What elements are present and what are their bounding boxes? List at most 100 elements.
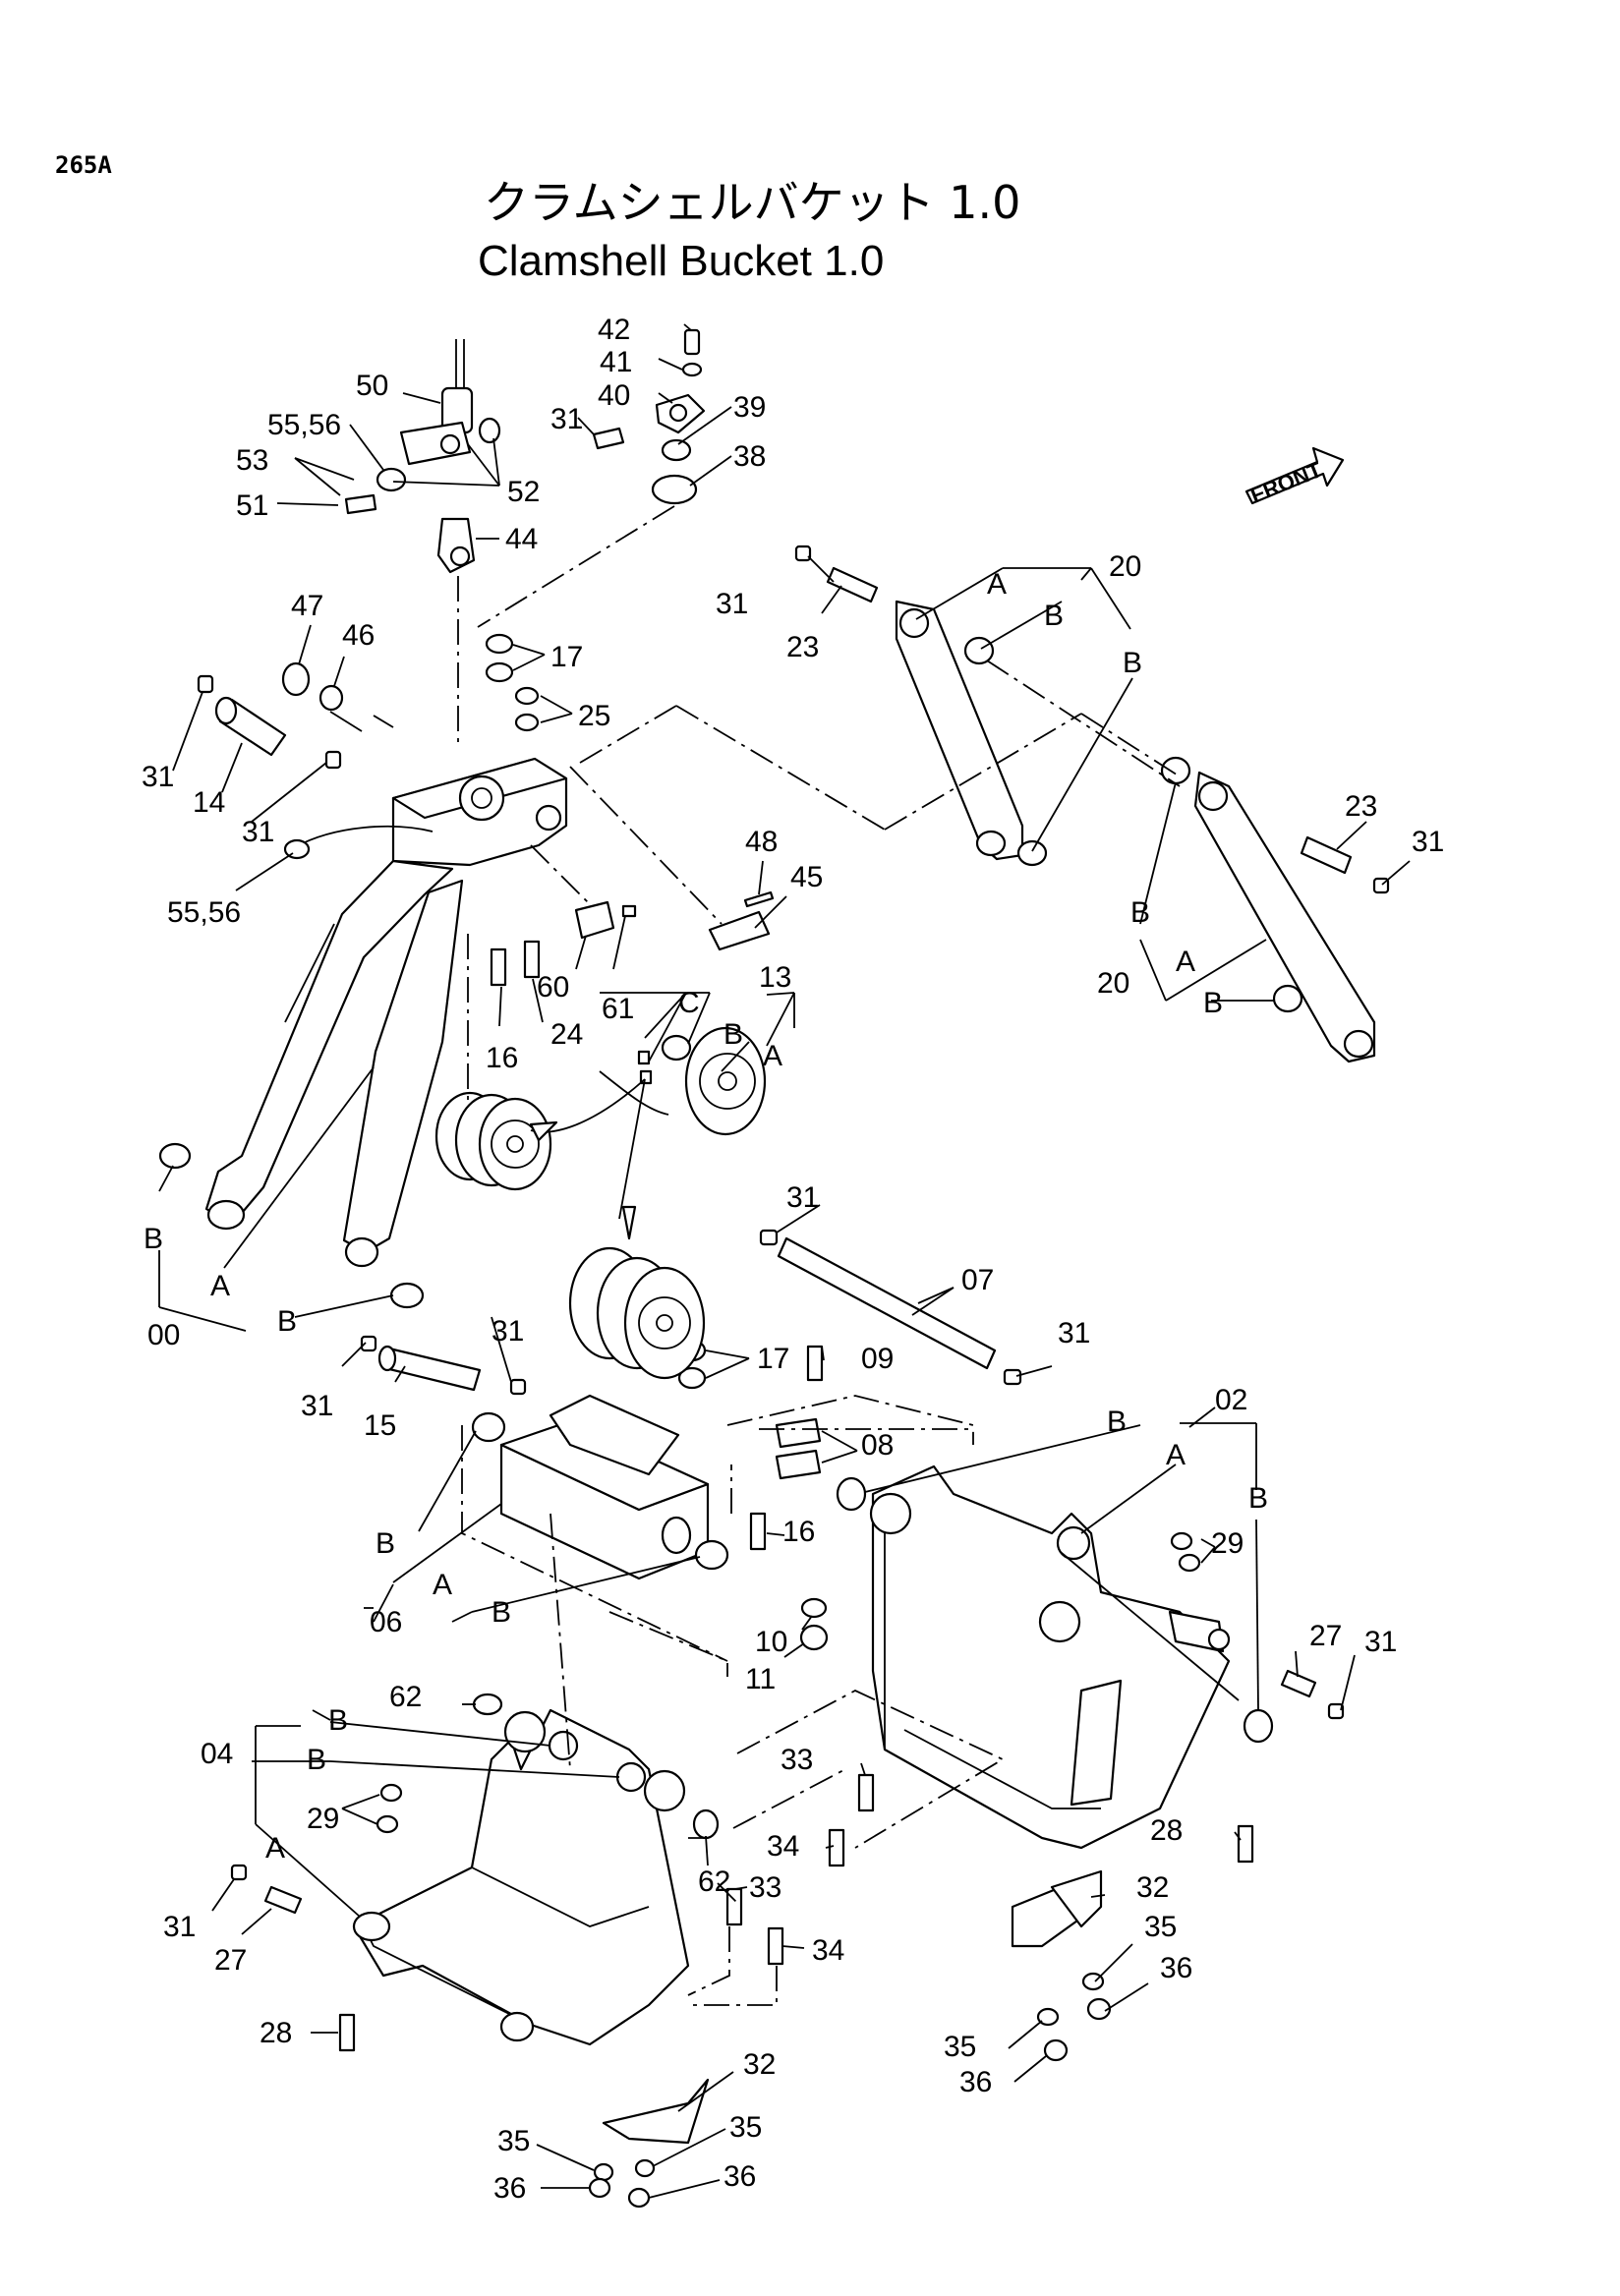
callout-28b: 28 xyxy=(260,2017,292,2049)
letter-b: B xyxy=(1203,987,1223,1019)
grease-nipple-31k xyxy=(230,1864,248,1881)
bolt-16b xyxy=(749,1512,767,1551)
callout-27b: 27 xyxy=(214,1944,247,1977)
callout-35a: 35 xyxy=(1144,1911,1177,1943)
link-arm-20b xyxy=(1160,756,1376,1063)
nut-29b xyxy=(1178,1553,1201,1573)
nut-36c xyxy=(588,2177,611,2199)
callout-28a: 28 xyxy=(1150,1814,1183,1847)
callout-36d: 36 xyxy=(723,2160,756,2193)
letter-a: A xyxy=(433,1569,452,1601)
bucket-half-02 xyxy=(869,1464,1231,1850)
pin-27b xyxy=(263,1885,303,1915)
title-japanese: クラムシェルバケット 1.0 xyxy=(484,176,1020,229)
bolt-24 xyxy=(523,940,541,979)
callout-07: 07 xyxy=(961,1264,994,1296)
callout-27a: 27 xyxy=(1309,1620,1342,1652)
front-arrow-icon: FRONT xyxy=(1244,446,1345,508)
letter-b: B xyxy=(1130,896,1150,929)
bushing-06b xyxy=(694,1539,729,1571)
callout-55-56-a: 55,56 xyxy=(267,409,341,441)
callout-32a: 32 xyxy=(1136,1871,1169,1904)
bolt-34a xyxy=(828,1828,845,1867)
sheave-block-06 xyxy=(499,1246,710,1580)
collar-17a xyxy=(485,633,514,655)
callout-36b: 36 xyxy=(959,2066,992,2098)
letter-a: A xyxy=(265,1832,285,1865)
callout-42: 42 xyxy=(598,314,630,346)
callout-16b: 16 xyxy=(782,1516,815,1548)
callout-20a: 20 xyxy=(1109,550,1141,583)
title-english: Clamshell Bucket 1.0 xyxy=(478,237,884,285)
callout-53: 53 xyxy=(236,444,268,477)
letter-c: C xyxy=(678,987,700,1019)
grease-nipple-31a xyxy=(197,674,214,694)
callout-31g: 31 xyxy=(1058,1317,1090,1349)
letter-b: B xyxy=(307,1744,326,1776)
bolt-16 xyxy=(490,947,507,987)
nut-36b xyxy=(1043,2038,1069,2062)
subpart-letters: A B B B A B C B A B A B B A B B A B B B … xyxy=(144,568,1268,1865)
nut-36a xyxy=(1086,1997,1112,2021)
callout-33a: 33 xyxy=(781,1744,813,1776)
bolt-28b xyxy=(338,2013,356,2052)
callout-16a: 16 xyxy=(486,1042,518,1074)
callout-40: 40 xyxy=(598,379,630,412)
callout-02: 02 xyxy=(1215,1384,1247,1416)
washer-35c xyxy=(593,2162,614,2182)
nut-36d xyxy=(627,2187,651,2209)
callout-50: 50 xyxy=(356,370,388,402)
callout-34b: 34 xyxy=(812,1934,844,1967)
callout-06: 06 xyxy=(370,1606,402,1638)
screw-61 xyxy=(621,904,637,918)
cap-nut-47 xyxy=(281,661,311,697)
callout-20b: 20 xyxy=(1097,967,1129,1000)
letter-b: B xyxy=(1107,1406,1127,1438)
head-rod-assembly xyxy=(344,339,501,747)
callout-17b: 17 xyxy=(757,1343,789,1375)
callout-47: 47 xyxy=(291,590,323,622)
callout-29b: 29 xyxy=(307,1803,339,1835)
callout-41: 41 xyxy=(600,346,632,378)
callout-48: 48 xyxy=(745,826,778,858)
plate-60 xyxy=(574,900,615,940)
callout-31j: 31 xyxy=(1364,1626,1397,1658)
callout-31a: 31 xyxy=(550,403,583,435)
letter-b: B xyxy=(492,1596,511,1629)
pin-23a xyxy=(794,545,879,603)
collar-17d xyxy=(677,1366,707,1390)
callout-14: 14 xyxy=(193,786,225,819)
callout-13: 13 xyxy=(759,961,791,994)
bolt-09 xyxy=(806,1345,824,1382)
callout-55-56-b: 55,56 xyxy=(167,896,241,929)
callout-31e: 31 xyxy=(1412,826,1444,858)
front-label: FRONT xyxy=(1247,457,1326,508)
callout-61: 61 xyxy=(602,993,634,1025)
washer-10 xyxy=(800,1597,828,1619)
nut-25a xyxy=(514,686,540,706)
bushing-06a xyxy=(471,1411,506,1443)
callout-31c: 31 xyxy=(242,816,274,848)
callout-29a: 29 xyxy=(1211,1527,1244,1560)
callout-35d: 35 xyxy=(729,2111,762,2144)
letter-b: B xyxy=(144,1223,163,1255)
washer-35d xyxy=(634,2158,656,2178)
tooth-32b xyxy=(602,2078,710,2145)
callout-35b: 35 xyxy=(944,2031,976,2063)
callout-31i: 31 xyxy=(301,1390,333,1422)
main-frame-00 xyxy=(158,757,568,1309)
letter-b: B xyxy=(1123,647,1142,679)
callout-31d: 31 xyxy=(716,588,748,620)
callout-39: 39 xyxy=(733,391,766,424)
callout-45: 45 xyxy=(790,861,823,893)
bolt-28a xyxy=(1237,1824,1254,1864)
bushing-04b xyxy=(615,1761,647,1793)
letter-b: B xyxy=(1248,1482,1268,1515)
grease-nipple-31j xyxy=(1327,1702,1345,1720)
nut-29c xyxy=(379,1783,403,1803)
rod-07 xyxy=(759,1229,1022,1386)
bolt-45 xyxy=(708,910,771,951)
callout-25: 25 xyxy=(578,700,610,732)
bushing-04a xyxy=(548,1730,579,1761)
page-number: 265A xyxy=(55,151,112,179)
